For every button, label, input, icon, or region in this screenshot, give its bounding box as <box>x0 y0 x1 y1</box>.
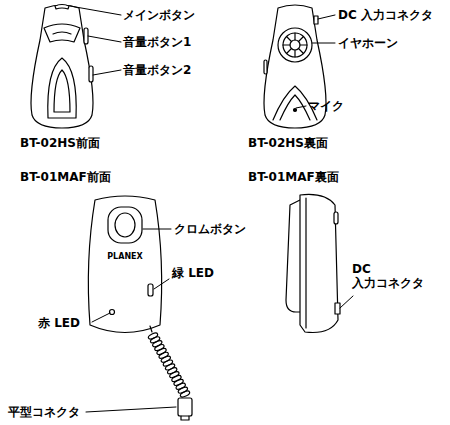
coil-cord <box>180 390 191 398</box>
view-caption: BT-01MAF前面 <box>20 170 111 184</box>
button-label: クロムボタン <box>174 222 246 236</box>
button-label: メインボタン <box>123 8 195 22</box>
speaker-grille <box>294 33 295 40</box>
speaker-grille <box>300 44 307 45</box>
view-caption: BT-01MAF裏面 <box>248 170 339 184</box>
leader-lines <box>70 6 353 412</box>
speaker-grille <box>283 44 290 45</box>
led-label: 赤 LED <box>38 316 80 330</box>
connector-label: 平型コネクタ <box>8 405 80 419</box>
bt02hs-front <box>31 5 93 129</box>
button-label: 音量ボタン1 <box>123 35 191 49</box>
speaker-grille <box>294 50 295 57</box>
speaker-grille <box>299 49 304 54</box>
button-label: 音量ボタン2 <box>123 63 191 77</box>
brand-logo: PLANEX <box>105 252 145 262</box>
speaker-grille <box>287 37 292 42</box>
view-caption: BT-02HS裏面 <box>248 136 328 150</box>
earphone-label: イヤホーン <box>338 36 398 50</box>
led-label: 緑 LED <box>172 266 214 280</box>
view-caption: BT-02HS前面 <box>20 136 100 150</box>
connector-label: DC 入力コネクタ <box>352 262 436 290</box>
connector-label: DC 入力コネクタ <box>338 8 433 22</box>
speaker-grille <box>299 37 304 42</box>
bt01maf-side <box>286 194 340 332</box>
mic-label: マイク <box>308 99 344 113</box>
speaker-grille <box>287 49 292 54</box>
